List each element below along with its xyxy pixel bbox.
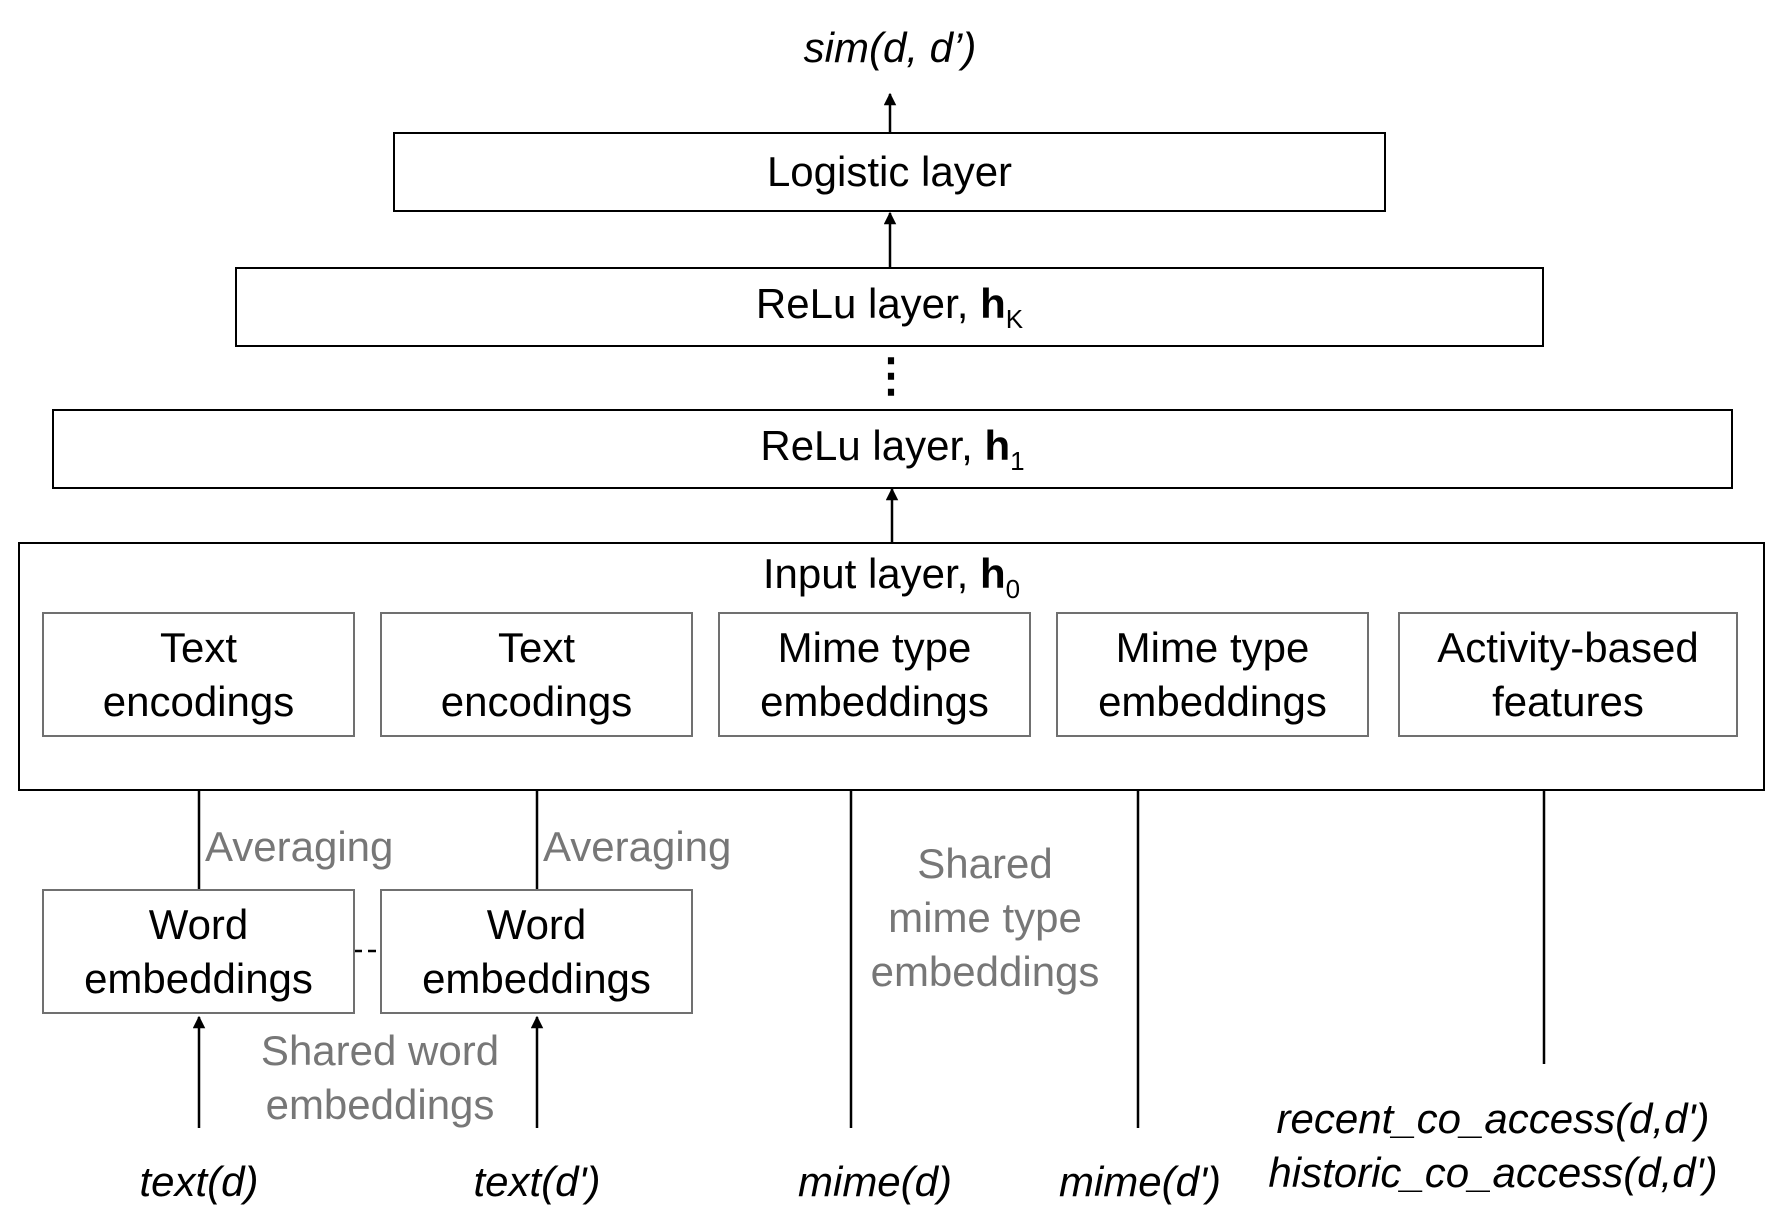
input-layer-label: Input layer, h0 — [762, 550, 1021, 604]
input-mime-d: mime(d) — [798, 1158, 952, 1205]
text-encodings-cell-2: Text encodings — [380, 612, 693, 737]
averaging-note-2: Averaging — [543, 823, 732, 870]
cell-line: Activity-based — [1437, 623, 1699, 671]
note-line: embeddings — [870, 948, 1100, 995]
word-embeddings-box-1: Word embeddings — [42, 889, 355, 1014]
cell-line: features — [1492, 677, 1644, 725]
cell-line: embeddings — [84, 954, 313, 1002]
cell-line: embeddings — [1098, 677, 1327, 725]
cell-line: Mime type — [777, 623, 972, 671]
output-similarity-label: sim(d, d’) — [803, 24, 977, 71]
input-recent-co-access: recent_co_access(d,d') — [1276, 1095, 1710, 1142]
shared-word-note: Shared word embeddings — [261, 1024, 499, 1132]
shared-mime-note: Shared mime type embeddings — [871, 837, 1100, 999]
relu-layer-1-label: ReLu layer, h1 — [760, 421, 1025, 476]
logistic-layer: Logistic layer — [393, 132, 1386, 212]
cell-line: Text — [159, 623, 237, 671]
relu-layer-k-label: ReLu layer, hK — [755, 279, 1024, 334]
activity-based-features-cell: Activity-based features — [1398, 612, 1738, 737]
cell-line: Text — [497, 623, 575, 671]
relu-layer-k: ReLu layer, hK — [235, 267, 1544, 347]
cell-line: Mime type — [1115, 623, 1310, 671]
input-text-d-prime: text(d') — [473, 1158, 601, 1205]
note-line: embeddings — [265, 1081, 495, 1128]
input-mime-d-prime: mime(d') — [1058, 1158, 1222, 1205]
mime-type-embeddings-cell-1: Mime type embeddings — [718, 612, 1031, 737]
relu-layer-1: ReLu layer, h1 — [52, 409, 1733, 489]
averaging-note-1: Averaging — [205, 823, 394, 870]
cell-line: embeddings — [422, 954, 651, 1002]
word-embeddings-box-2: Word embeddings — [380, 889, 693, 1014]
cell-line: encodings — [102, 677, 295, 725]
layer-ellipsis: ⋮ — [868, 349, 914, 401]
logistic-layer-label: Logistic layer — [766, 148, 1013, 195]
note-line: Shared word — [260, 1027, 500, 1074]
input-historic-co-access: historic_co_access(d,d') — [1268, 1149, 1718, 1196]
mime-type-embeddings-cell-2: Mime type embeddings — [1056, 612, 1369, 737]
input-text-d: text(d) — [139, 1158, 259, 1205]
cell-line: embeddings — [760, 677, 989, 725]
note-line: Shared — [917, 840, 1053, 887]
text-encodings-cell-1: Text encodings — [42, 612, 355, 737]
cell-line: encodings — [440, 677, 633, 725]
note-line: mime type — [888, 894, 1082, 941]
cell-line: Word — [148, 900, 249, 948]
cell-line: Word — [486, 900, 587, 948]
